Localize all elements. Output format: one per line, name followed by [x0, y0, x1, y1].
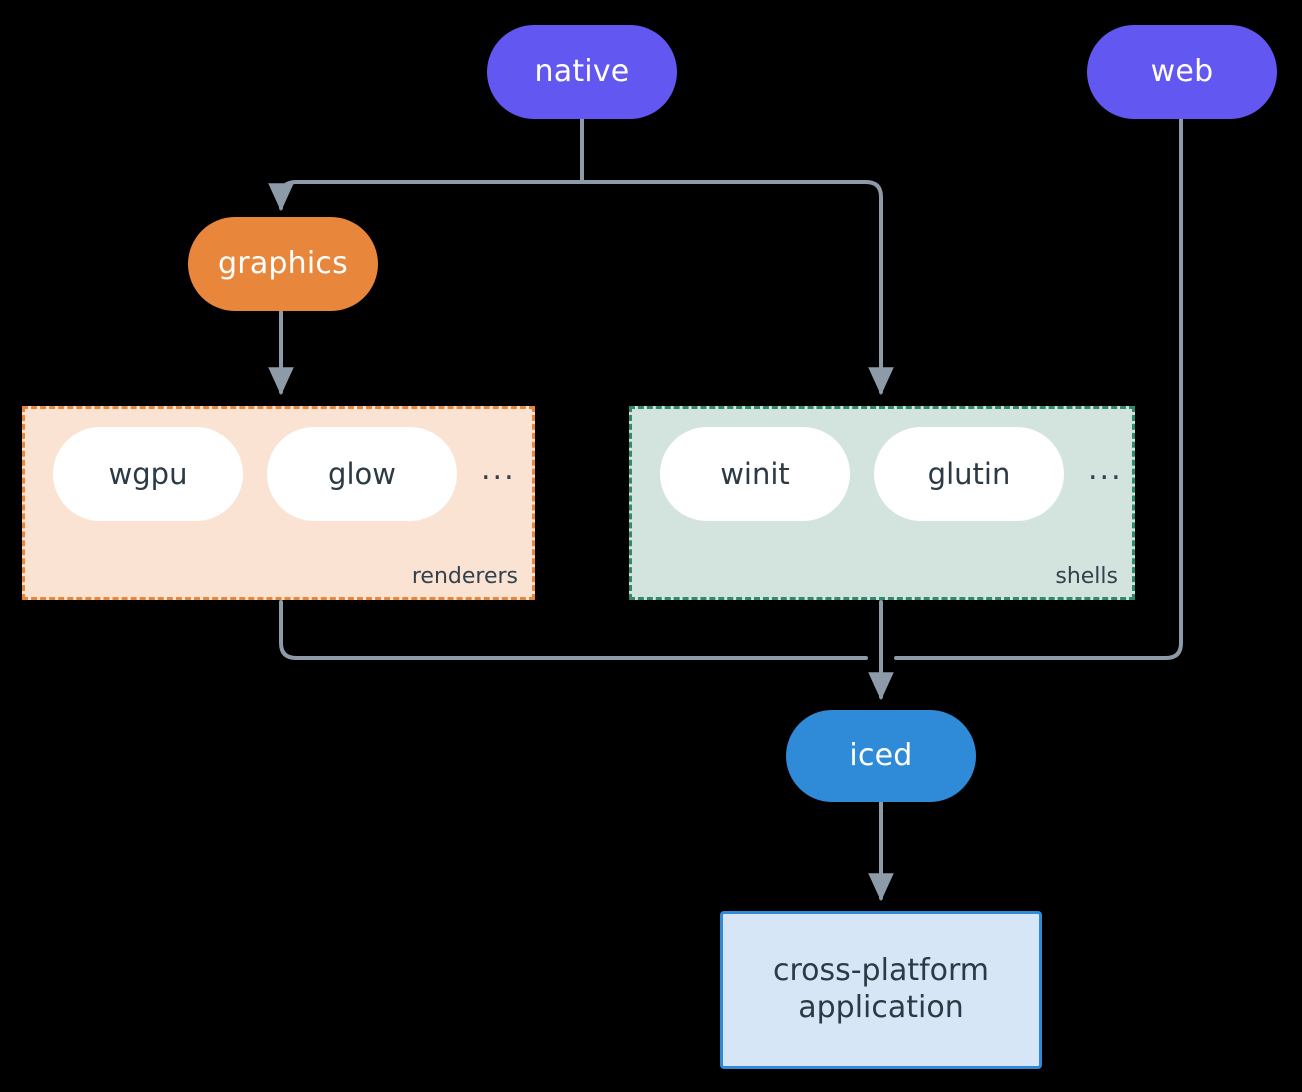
group-shells-items: winit glutin ... — [632, 427, 1132, 521]
node-native[interactable]: native — [487, 25, 677, 119]
group-renderers-label: renderers — [411, 564, 518, 589]
node-wgpu[interactable]: wgpu — [53, 427, 243, 521]
edge-native-to-shells — [580, 180, 894, 396]
node-web-label: web — [1150, 53, 1214, 89]
node-winit-label: winit — [720, 457, 790, 491]
node-glow-label: glow — [328, 457, 396, 491]
node-iced-label: iced — [849, 737, 913, 773]
node-web[interactable]: web — [1087, 25, 1277, 119]
group-renderers: wgpu glow ... renderers — [22, 406, 535, 600]
node-application-line1: cross-platform — [772, 953, 990, 989]
renderers-ellipsis: ... — [481, 451, 516, 487]
node-wgpu-label: wgpu — [108, 457, 188, 491]
group-shells-label: shells — [1055, 564, 1118, 589]
group-shells: winit glutin ... shells — [629, 406, 1135, 600]
edge-renderers-to-iced — [279, 600, 868, 660]
node-glutin-label: glutin — [927, 457, 1011, 491]
node-application-line2: application — [798, 990, 964, 1025]
node-winit[interactable]: winit — [660, 427, 850, 521]
group-renderers-items: wgpu glow ... — [25, 427, 532, 521]
node-graphics-label: graphics — [218, 245, 348, 281]
node-graphics[interactable]: graphics — [188, 217, 378, 311]
edge-native-to-graphics — [268, 180, 584, 212]
node-iced[interactable]: iced — [786, 710, 976, 802]
shells-ellipsis: ... — [1088, 451, 1123, 487]
node-native-label: native — [534, 53, 630, 89]
node-application[interactable]: cross-platform application — [720, 911, 1042, 1069]
node-glow[interactable]: glow — [267, 427, 457, 521]
node-glutin[interactable]: glutin — [874, 427, 1064, 521]
